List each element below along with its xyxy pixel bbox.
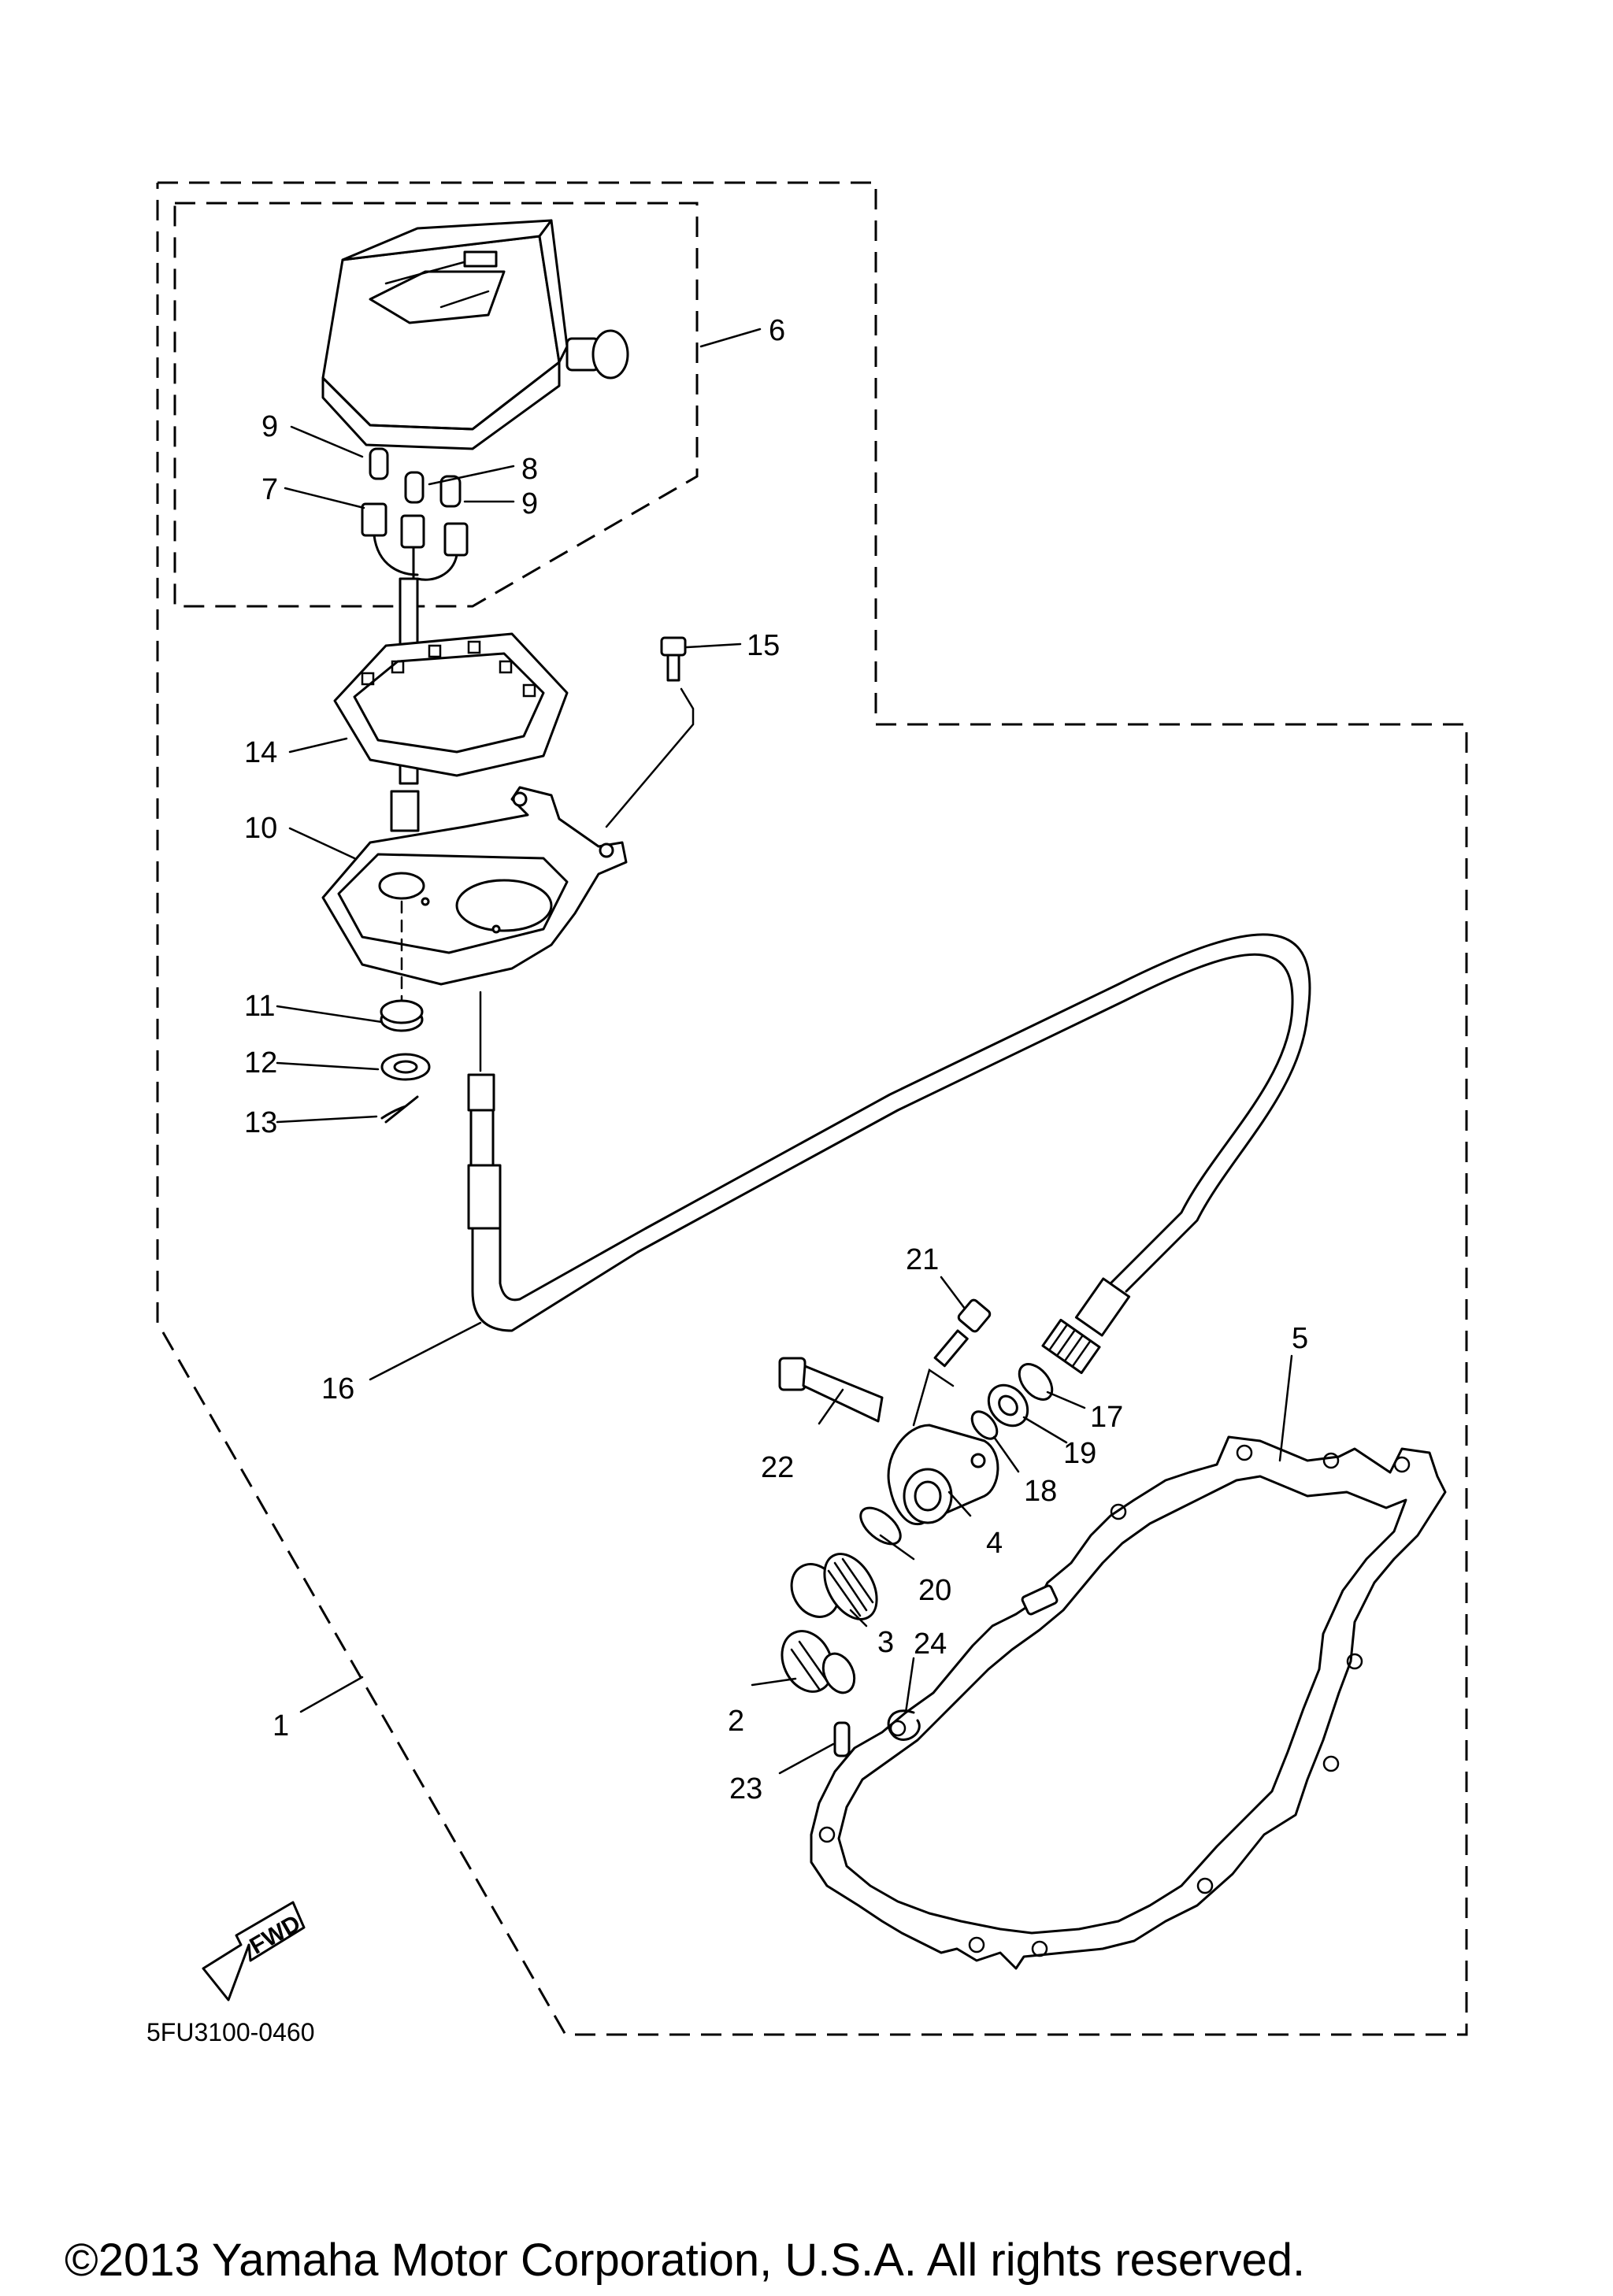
copyright-notice: ©2013 Yamaha Motor Corporation, U.S.A. A… [65,2235,1305,2286]
pin-23 [833,1721,851,1757]
callout-6: 6 [769,314,785,347]
callout-21: 21 [906,1243,939,1276]
drive-gear-hardware [859,1298,1054,1546]
meter-bracket [321,786,628,986]
callout-19: 19 [1063,1437,1096,1470]
callout-labels: 6 9 7 8 9 15 14 10 11 12 13 16 21 5 17 1… [244,314,1308,1805]
leader-lines [276,328,1293,1775]
callout-5: 5 [1292,1322,1308,1355]
meter-assembly [321,219,629,450]
callout-8: 8 [521,453,538,486]
assembly-boundary-1 [156,181,1468,2036]
callout-7: 7 [261,473,278,506]
clip-24 [887,1709,921,1741]
callout-3: 3 [877,1626,894,1659]
callout-12: 12 [244,1046,277,1079]
callout-14: 14 [244,736,277,769]
callout-2: 2 [728,1705,744,1738]
meter-cover [333,632,569,777]
callout-17: 17 [1090,1401,1123,1434]
callout-11: 11 [244,990,275,1023]
callout-4: 4 [986,1527,1003,1560]
callout-10: 10 [244,812,277,845]
speedometer-cable [467,933,1311,1375]
bolt-15 [605,636,695,828]
callout-16: 16 [321,1372,354,1405]
callout-13: 13 [244,1106,277,1139]
callout-15: 15 [747,629,780,662]
bolt-22 [778,1357,884,1423]
callout-23: 23 [729,1772,762,1805]
callout-18: 18 [1024,1475,1057,1508]
callout-22: 22 [761,1451,794,1484]
callout-9-upper: 9 [261,410,278,443]
grommet-washer-clip [380,900,431,1124]
assembly-boundary-6 [173,202,699,608]
crankcase-gasket [810,1435,1447,1970]
gear-3 [790,1553,878,1620]
fwd-arrow-icon: FWD [202,1901,306,2002]
speedometer-gear-housing [887,1368,999,1526]
callout-1: 1 [273,1709,289,1742]
callout-20: 20 [918,1574,951,1607]
gear-2 [781,1630,856,1694]
diagram-code: 5FU3100-0460 [146,2018,314,2046]
callout-9-lower: 9 [521,487,538,520]
callout-24: 24 [914,1628,947,1661]
bulb-socket-set [361,447,469,584]
